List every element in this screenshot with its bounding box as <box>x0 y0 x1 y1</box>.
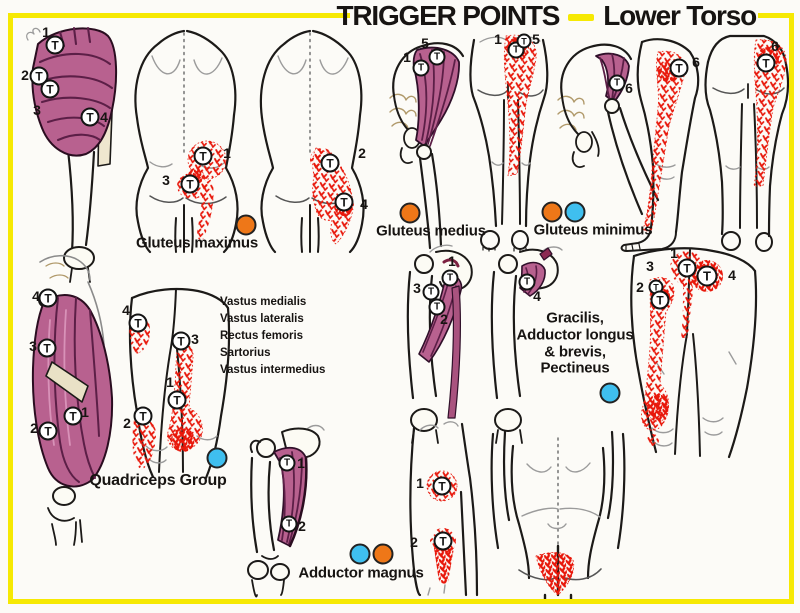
gluteus-minimus-leg-side-view <box>620 38 700 252</box>
adductor-magnus-muscle-figure <box>247 424 325 598</box>
title-main: TRIGGER POINTS <box>336 0 560 31</box>
gluteus-maximus-back-view-2 <box>259 29 365 254</box>
title-sub: Lower Torso <box>603 0 757 31</box>
pelvis-back-view-figure <box>490 430 626 602</box>
quadriceps-front-view-figure <box>128 287 231 480</box>
gluteus-maximus-back-view-1 <box>134 29 239 254</box>
gluteus-medius-muscle-figure <box>389 42 465 250</box>
adductor-longus-gracilis-bones-figure <box>406 244 473 444</box>
gluteus-maximus-muscle-figure <box>26 26 118 283</box>
quadriceps-muscle-figure <box>31 254 114 546</box>
gluteus-minimus-muscle-figure <box>557 43 660 216</box>
title-dash-icon <box>568 13 595 21</box>
adductor-group-front-view-figure <box>630 247 758 459</box>
adductor-magnus-inner-thigh-figure <box>409 421 479 597</box>
page-title: TRIGGER POINTS Lower Torso <box>0 0 757 32</box>
gluteus-medius-legs-back-view <box>469 34 549 253</box>
pectineus-bones-figure <box>490 246 563 444</box>
gluteus-minimus-legs-back-view <box>704 34 790 252</box>
